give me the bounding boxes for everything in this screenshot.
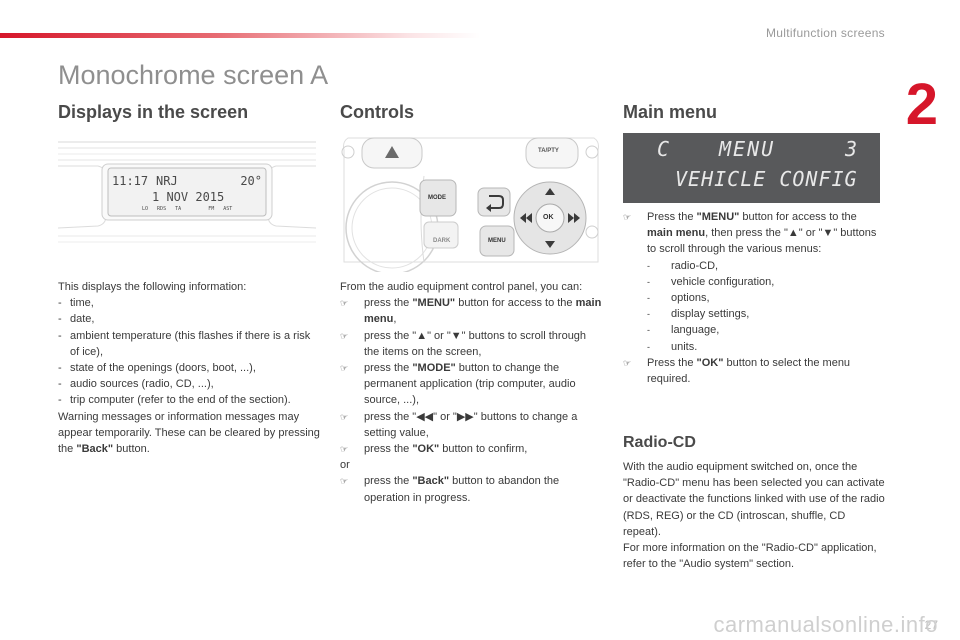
forward-icon[interactable] [574,213,580,223]
dark-button[interactable] [423,221,459,249]
control-panel-illustration: MODE DARK MENU OK TA/PTY [340,132,602,272]
menu-list-item: -language, [647,324,720,337]
display-radio: NRJ [156,174,178,188]
displays-list-item: -state of the openings (doors, boot, ...… [58,362,256,375]
chapter-number: 2 [905,72,938,137]
up-arrow-icon[interactable] [545,188,555,195]
controls-list-item: ☞press the "◀◀" or "▶▶" buttons to chang… [340,410,578,439]
main-menu-text: ☞ Press the "MENU" button for access to … [623,209,881,387]
menu-list-item: -radio-CD, [647,259,719,272]
page-title: Monochrome screen A [58,60,329,90]
ok-button[interactable] [535,203,565,233]
controls-list-item: ☞press the "MENU" button for access to t… [340,297,602,326]
displays-heading: Displays in the screen [58,102,249,122]
displays-list-item: -audio sources (radio, CD, ...), [58,378,214,391]
mode-label: MODE [428,195,446,201]
displays-list-item: -trip computer (refer to the end of the … [58,394,291,407]
display-date: 1 NOV 2015 [152,190,225,204]
watermark: carmanualsonline.info [713,612,938,637]
forward-icon-2 [568,213,574,223]
menu-screen-item: VEHICLE CONFIG [675,167,858,191]
menu-list-item: -vehicle configuration, [647,275,775,288]
menu-label: MENU [488,238,506,244]
displays-text: This displays the following information:… [58,279,320,457]
controls-intro: From the audio equipment control panel, … [340,281,583,293]
main-menu-heading: Main menu [623,102,718,122]
displays-list-item: -time, [58,297,94,310]
back-arrow-head-icon [486,204,491,212]
controls-heading: Controls [340,102,414,122]
controls-list-item: ☞press the "OK" button to confirm, [340,443,528,456]
header-accent-bar [0,33,480,38]
hazard-warning-icon[interactable] [385,146,399,158]
controls-list-item: ☞press the "MODE" button to change the p… [340,362,576,407]
instrument-display-illustration: 11:17 NRJ 20° 1 NOV 2015 LO RDS TA FM AS… [58,136,316,250]
ta-pty-label: TA/PTY [538,148,559,154]
mode-button[interactable] [419,179,457,217]
displays-list-item: -ambient temperature (this flashes if th… [58,329,311,358]
dark-label: DARK [433,238,451,244]
displays-intro: This displays the following information: [58,281,247,293]
page-number: 27 [924,618,938,632]
controls-list-item: ☞press the "▲" or "▼" buttons to scroll … [340,329,587,358]
displays-warning: Warning messages or information messages… [58,410,320,456]
menu-list-item: -units. [647,340,698,353]
radio-cd-text: With the audio equipment switched on, on… [623,459,885,572]
radio-cd-text-2: For more information on the "Radio-CD" a… [623,542,877,571]
menu-screen-left: C [657,137,670,161]
menu-list-item: -display settings, [647,308,750,321]
main-menu-press-ok: ☞ Press the "OK" button to select the me… [623,356,851,386]
menu-screen-right: 3 [845,137,858,161]
display-time: 11:17 [112,174,149,188]
menu-list-item: -options, [647,292,710,305]
controls-item-back: ☞ press the "Back" button to abandon the… [340,475,560,504]
back-arrow-icon [489,195,504,209]
main-menu-press-menu: ☞ Press the "MENU" button for access to … [623,209,881,355]
menu-screen-title: MENU [719,137,776,161]
displays-list-item: -date, [58,313,95,326]
rewind-icon-2 [526,213,532,223]
radio-cd-text-1: With the audio equipment switched on, on… [623,461,885,538]
down-arrow-icon[interactable] [545,241,555,248]
rewind-icon[interactable] [520,213,526,223]
back-button[interactable] [477,187,511,217]
menu-button[interactable] [479,225,515,257]
display-indicators: LO RDS TA FM AST [142,206,233,212]
radio-cd-heading: Radio-CD [623,434,696,451]
menu-screen-illustration: C MENU 3 VEHICLE CONFIG [623,133,880,203]
controls-or: or [340,459,350,472]
controls-text: From the audio equipment control panel, … [340,279,602,506]
ok-label: OK [543,214,554,221]
display-temperature: 20° [240,174,262,188]
section-title: Multifunction screens [765,26,885,40]
